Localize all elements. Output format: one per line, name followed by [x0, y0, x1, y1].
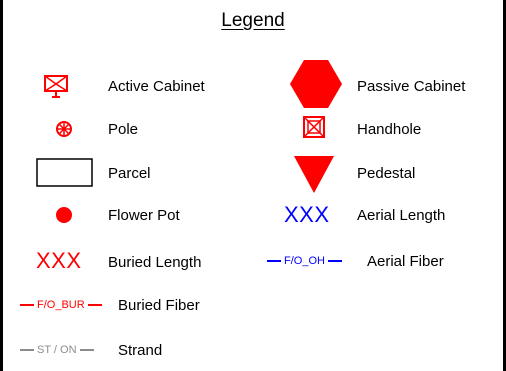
pole-label: Pole — [108, 121, 139, 138]
parcel-icon — [36, 158, 93, 187]
pedestal-icon — [294, 156, 334, 193]
buried-length-symbol: XXX — [36, 248, 82, 273]
parcel-label: Parcel — [108, 165, 151, 182]
flower-pot-icon — [56, 207, 72, 223]
strand-symbol: ST / ON — [17, 344, 97, 356]
line-dash — [20, 349, 34, 351]
aerial-length-symbol: XXX — [284, 202, 330, 227]
line-dash — [87, 304, 102, 306]
handhole-icon — [303, 116, 325, 138]
aerial-fiber-label: Aerial Fiber — [367, 253, 444, 270]
active-cabinet-icon — [44, 75, 68, 98]
line-dash — [327, 260, 342, 262]
line-dash — [79, 349, 94, 351]
handhole-label: Handhole — [357, 121, 422, 138]
passive-cabinet-icon — [290, 60, 342, 108]
legend-title: Legend — [221, 10, 285, 31]
strand-label: Strand — [118, 342, 163, 359]
buried-fiber-code: F/O_BUR — [37, 299, 85, 311]
line-dash — [267, 260, 281, 262]
aerial-fiber-symbol: F/O_OH — [264, 255, 345, 267]
pedestal-label: Pedestal — [357, 165, 416, 182]
aerial-length-label: Aerial Length — [357, 207, 446, 224]
line-dash — [20, 304, 34, 306]
active-cabinet-label: Active Cabinet — [108, 78, 205, 95]
buried-fiber-symbol: F/O_BUR — [17, 299, 105, 311]
buried-fiber-label: Buried Fiber — [118, 297, 200, 314]
buried-length-label: Buried Length — [108, 254, 202, 271]
strand-code: ST / ON — [37, 344, 77, 356]
flower-pot-label: Flower Pot — [108, 207, 180, 224]
pole-icon — [56, 121, 72, 137]
passive-cabinet-label: Passive Cabinet — [357, 78, 466, 95]
aerial-fiber-code: F/O_OH — [284, 255, 325, 267]
